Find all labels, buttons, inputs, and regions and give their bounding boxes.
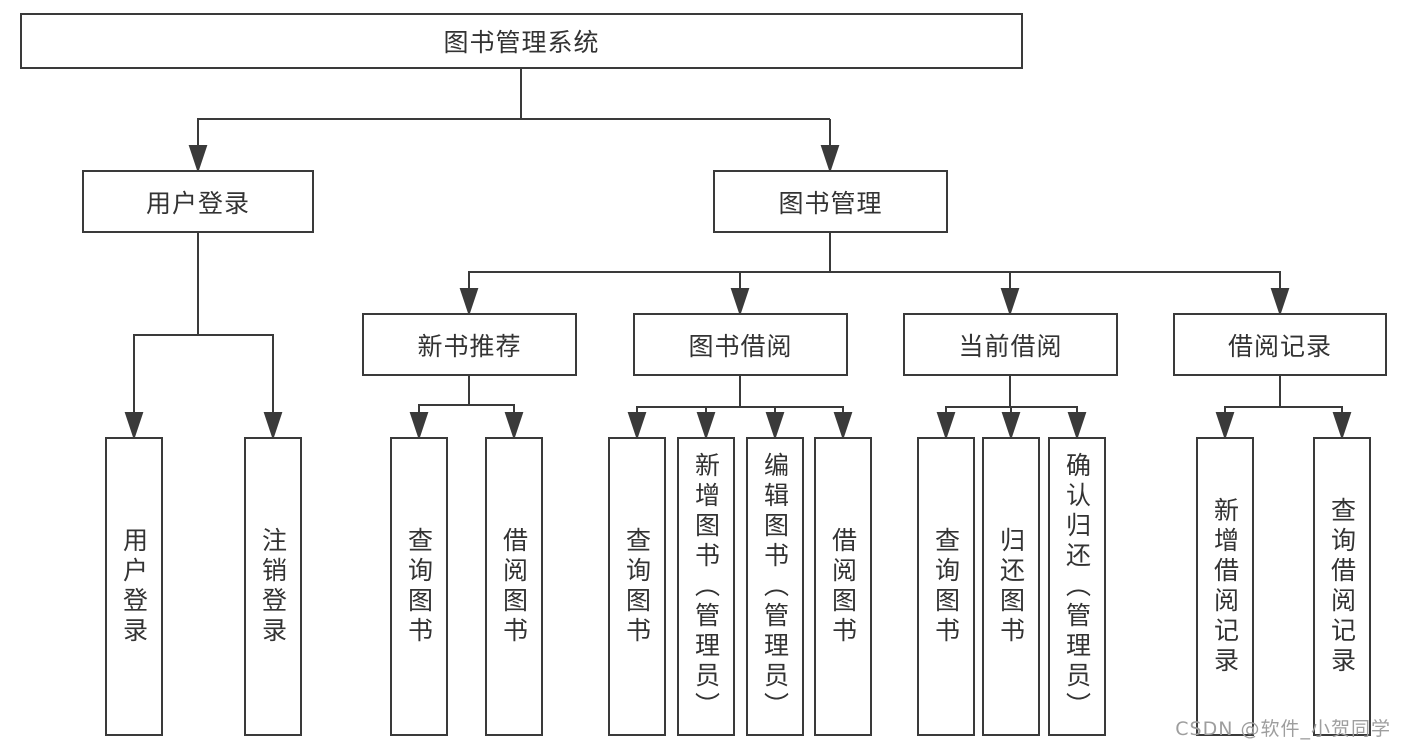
leaf-label: 归还图书 [996,526,1026,647]
connector-current-borrow [936,375,1087,441]
connector-book-borrow [627,375,853,441]
node-library-management-system: 图书管理系统 [20,13,1023,69]
node-borrow-records: 借阅记录 [1173,313,1387,376]
leaf-bb-query-books: 查询图书 [608,437,666,736]
leaf-label: 用户登录 [119,526,149,647]
leaf-label: 借阅图书 [499,526,529,647]
node-new-book-recommend: 新书推荐 [362,313,577,376]
node-label: 新书推荐 [417,331,522,361]
connector-user-login [124,233,283,441]
leaf-label: 查询图书 [622,526,652,647]
leaf-br-add-record: 新增借阅记录 [1196,437,1254,736]
leaf-br-query-record: 查询借阅记录 [1313,437,1371,736]
leaf-cb-return-books: 归还图书 [982,437,1040,736]
connector-book-management [459,233,1290,317]
node-user-login: 用户登录 [82,170,314,233]
node-book-management: 图书管理 [713,170,948,233]
csdn-watermark: CSDN @软件_小贺同学 [1175,718,1391,740]
leaf-label: 查询借阅记录 [1327,496,1357,677]
leaf-label: 查询图书 [404,526,434,647]
leaf-cb-query-books: 查询图书 [917,437,975,736]
node-label: 借阅记录 [1227,331,1332,361]
leaf-label: 新增借阅记录 [1210,496,1240,677]
leaf-label: 确认归还（管理员） [1062,451,1092,722]
leaf-nb-borrow-books: 借阅图书 [485,437,543,736]
leaf-label: 借阅图书 [828,526,858,647]
connector-root [188,68,840,174]
leaf-bb-edit-books-admin: 编辑图书（管理员） [746,437,804,736]
node-label: 图书管理系统 [443,28,600,57]
node-label: 图书管理 [778,188,883,218]
node-label: 图书借阅 [688,331,793,361]
leaf-bb-add-books-admin: 新增图书（管理员） [677,437,735,736]
node-label: 用户登录 [145,188,250,218]
leaf-logout: 注销登录 [244,437,302,736]
leaf-bb-borrow-books: 借阅图书 [814,437,872,736]
leaf-label: 新增图书（管理员） [691,451,721,722]
connector-borrow-records [1215,375,1352,441]
node-book-borrow: 图书借阅 [633,313,848,376]
connector-new-book-recommend [409,375,524,441]
leaf-label: 注销登录 [258,526,288,647]
leaf-nb-query-books: 查询图书 [390,437,448,736]
node-label: 当前借阅 [958,331,1063,361]
leaf-label: 编辑图书（管理员） [760,451,790,722]
leaf-user-login: 用户登录 [105,437,163,736]
node-current-borrow: 当前借阅 [903,313,1118,376]
leaf-cb-confirm-return-admin: 确认归还（管理员） [1048,437,1106,736]
leaf-label: 查询图书 [931,526,961,647]
